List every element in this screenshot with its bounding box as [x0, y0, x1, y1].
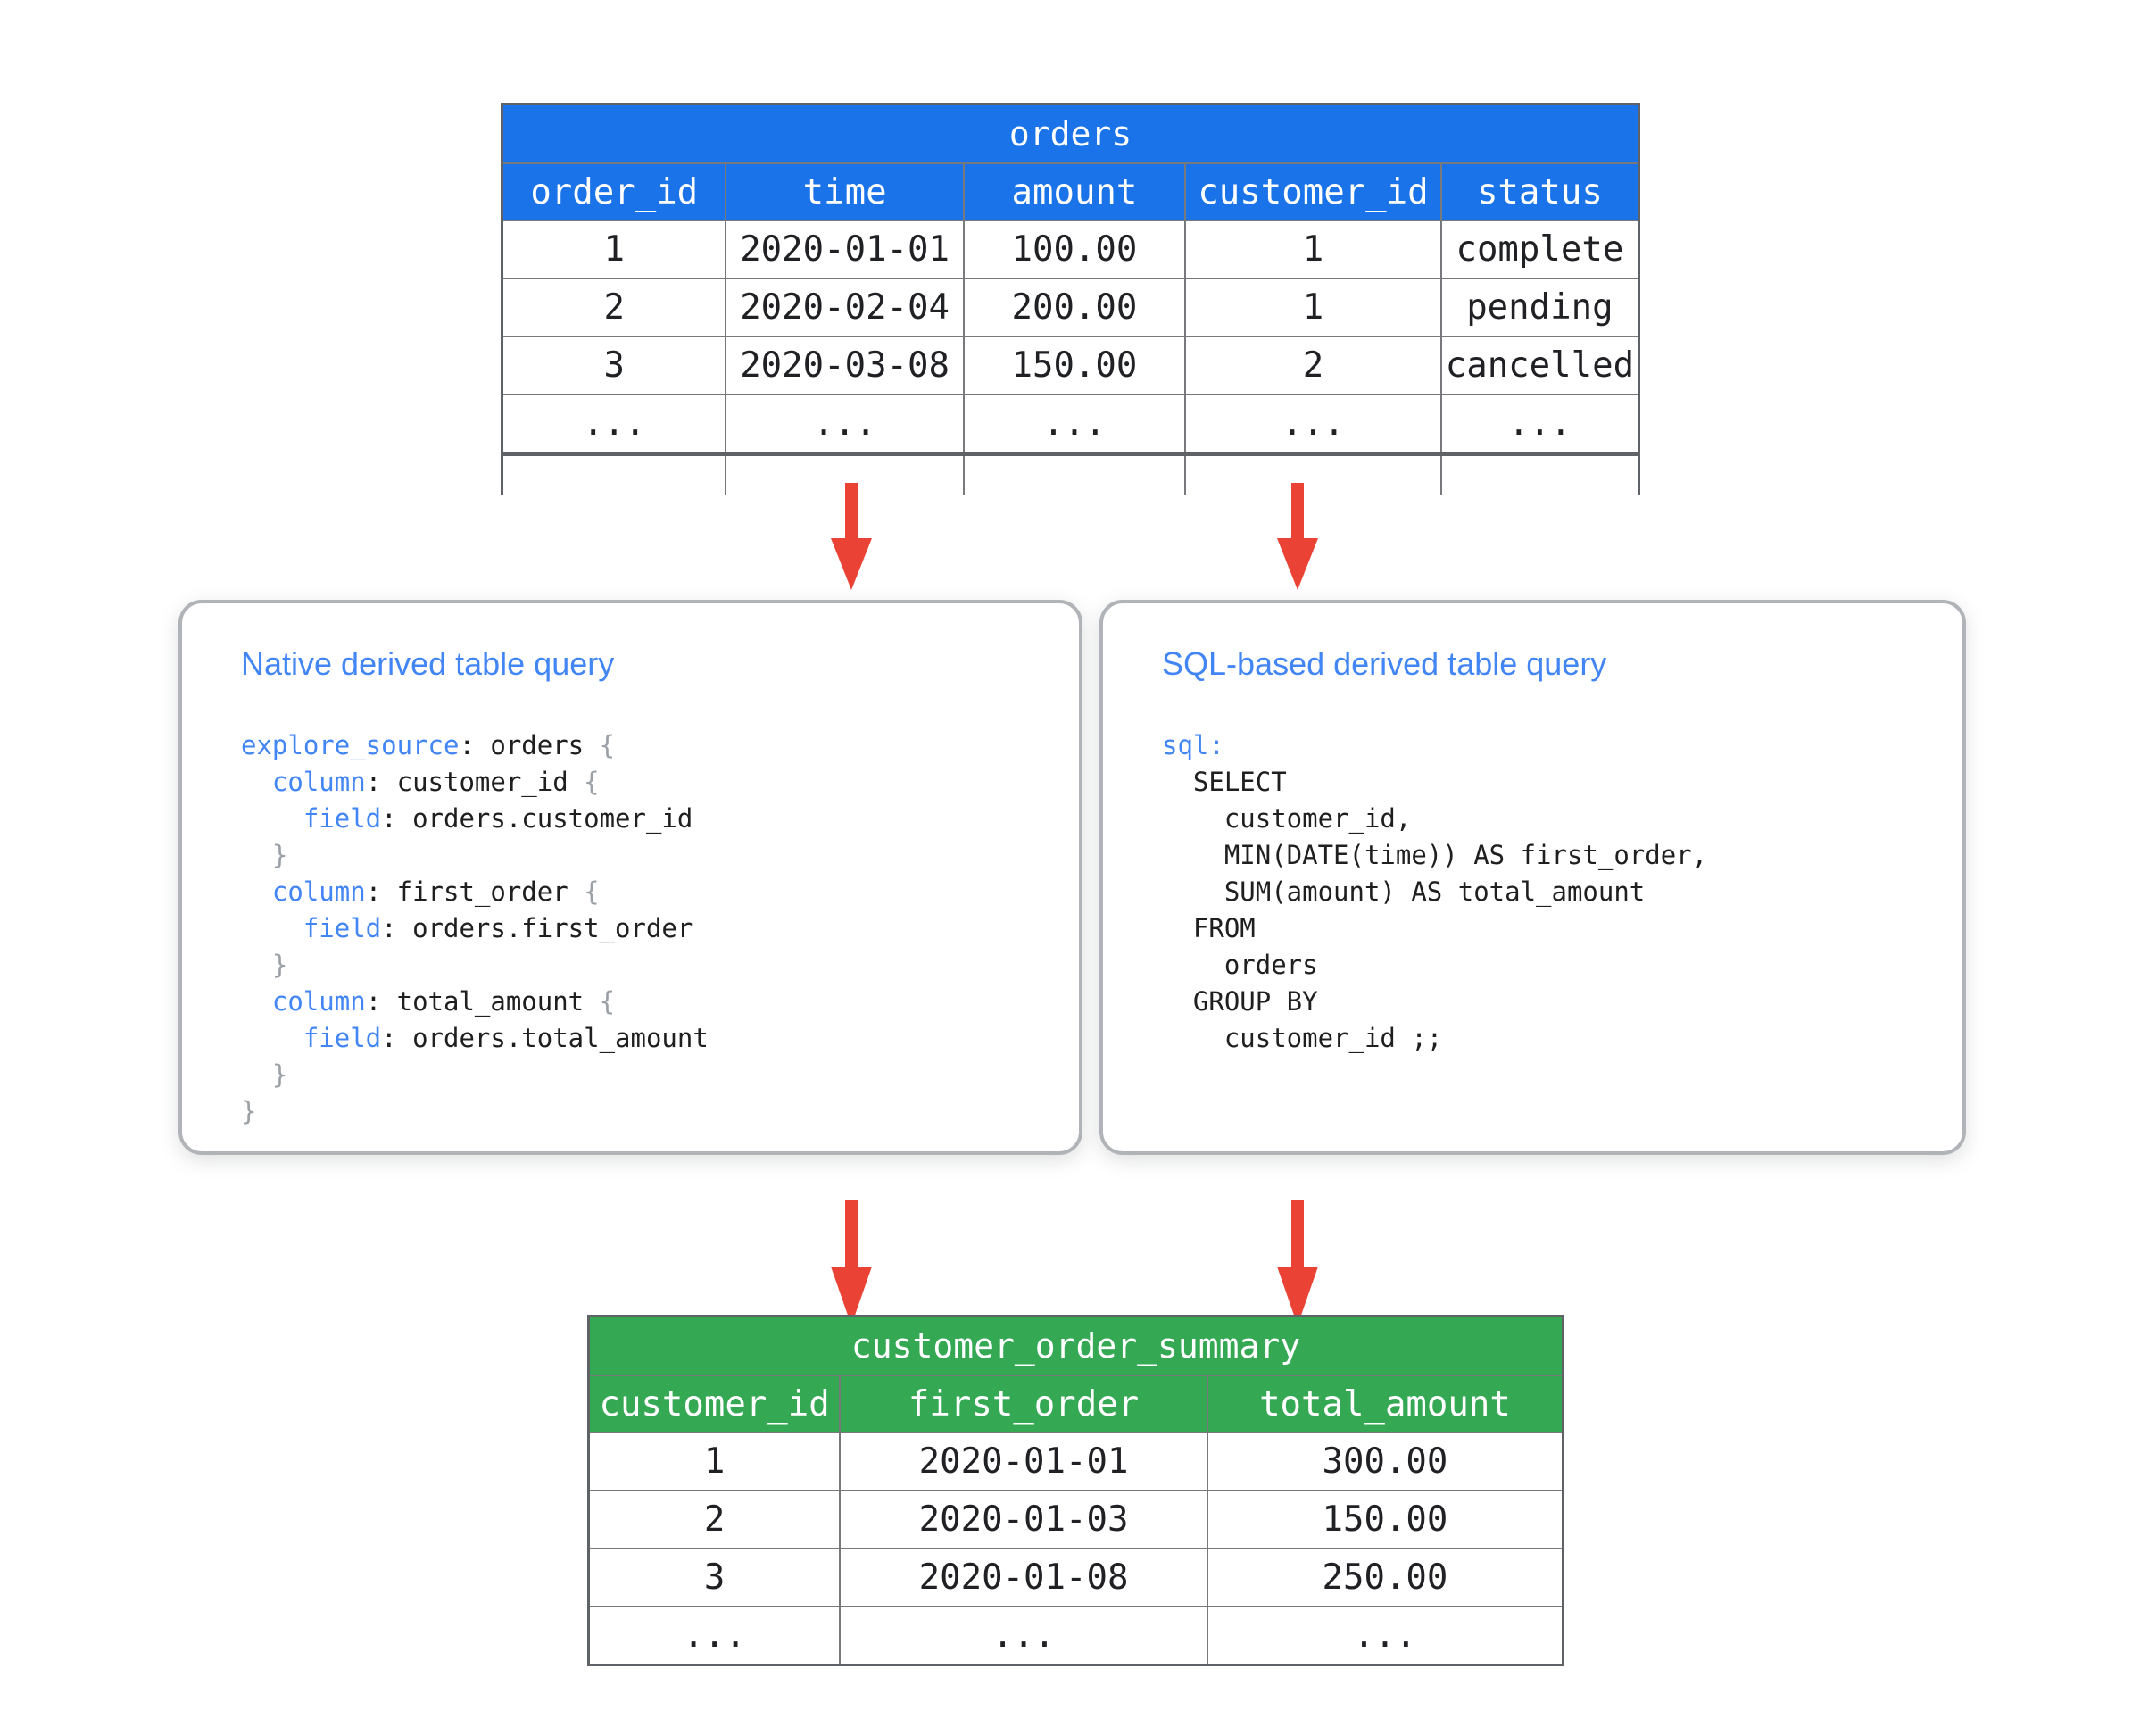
arrow-stem — [845, 483, 858, 538]
orders-table: orders order_id time amount customer_id … — [501, 103, 1640, 495]
arrow-head — [831, 538, 872, 590]
table-cell: 3 — [501, 336, 727, 395]
table-cell: ... — [1439, 394, 1640, 456]
table-cell: ... — [725, 394, 965, 456]
table-cell: ... — [587, 1606, 842, 1666]
table-cell: 1 — [1184, 278, 1442, 337]
arrow-stem — [1291, 483, 1304, 538]
orders-table-title: orders — [501, 103, 1640, 164]
column-header-customer-id: customer_id — [1184, 162, 1442, 221]
code-line: field: orders.first_order — [303, 913, 693, 943]
table-cell: 2020-01-01 — [839, 1432, 1208, 1491]
table-row: 1 2020-01-01 300.00 — [587, 1432, 1564, 1491]
code-line: column: customer_id { — [271, 767, 600, 797]
summary-header-row: customer_id first_order total_amount — [587, 1375, 1564, 1433]
table-cell: 150.00 — [962, 336, 1187, 395]
orders-title-row: orders — [501, 103, 1640, 164]
table-cell: 300.00 — [1206, 1432, 1564, 1491]
table-cell: 200.00 — [962, 278, 1187, 337]
code-line: } — [271, 1059, 288, 1090]
summary-title-row: customer_order_summary — [587, 1315, 1564, 1376]
code-line: GROUP BY — [1162, 986, 1318, 1017]
table-row: 2 2020-02-04 200.00 1 pending — [501, 278, 1640, 337]
code-line: customer_id, — [1162, 803, 1412, 834]
code-line: FROM — [1162, 913, 1256, 943]
column-header-first-order: first_order — [839, 1375, 1208, 1433]
code-line: } — [271, 840, 288, 870]
code-line: field: orders.customer_id — [303, 803, 693, 834]
column-header-customer-id: customer_id — [587, 1375, 842, 1433]
orders-header-row: order_id time amount customer_id status — [501, 162, 1640, 221]
code-line: SUM(amount) AS total_amount — [1162, 876, 1646, 907]
table-cell: 2020-03-08 — [725, 336, 965, 395]
table-cell: ... — [962, 394, 1187, 456]
table-cell: 2020-02-04 — [725, 278, 965, 337]
customer-order-summary-table: customer_order_summary customer_id first… — [587, 1315, 1564, 1666]
table-cell: 2 — [501, 278, 727, 337]
down-arrow-icon — [1277, 483, 1318, 590]
table-cell: 150.00 — [1206, 1490, 1564, 1549]
code-line: MIN(DATE(time)) AS first_order, — [1162, 840, 1708, 870]
table-cell: 2020-01-03 — [839, 1490, 1208, 1549]
arrow-head — [1277, 538, 1318, 590]
table-cell: 2020-01-08 — [839, 1548, 1208, 1607]
table-cell: 2 — [1184, 336, 1442, 395]
table-cell: 100.00 — [962, 220, 1187, 279]
code-line: orders — [1162, 950, 1318, 980]
table-cell: ... — [1206, 1606, 1564, 1666]
table-row: 3 2020-01-08 250.00 — [587, 1548, 1564, 1607]
code-line: sql: — [1162, 730, 1224, 760]
lookml-code-block: explore_source: orders { column: custome… — [241, 727, 1061, 1130]
column-header-order-id: order_id — [501, 162, 727, 221]
arrow-stem — [1291, 1200, 1304, 1267]
sql-derived-table-query-box: SQL-based derived table query sql: SELEC… — [1099, 600, 1966, 1155]
table-cell: pending — [1439, 278, 1640, 337]
column-header-total-amount: total_amount — [1206, 1375, 1564, 1433]
column-header-status: status — [1439, 162, 1640, 221]
down-arrow-icon — [1277, 1200, 1318, 1325]
table-cell: cancelled — [1439, 336, 1640, 395]
table-row-ellipsis: ... ... ... — [587, 1606, 1564, 1666]
table-row: 1 2020-01-01 100.00 1 complete — [501, 220, 1640, 279]
table-row-ellipsis: ... ... ... ... ... — [501, 394, 1640, 456]
table-cell: complete — [1439, 220, 1640, 279]
code-line: column: total_amount { — [271, 986, 616, 1017]
table-cell: 1 — [501, 220, 727, 279]
sql-code-block: sql: SELECT customer_id, MIN(DATE(time))… — [1162, 727, 1945, 1057]
code-line: } — [241, 1096, 257, 1126]
table-cell: 1 — [1184, 220, 1442, 279]
summary-table-title: customer_order_summary — [587, 1315, 1564, 1376]
code-line: SELECT — [1162, 767, 1287, 797]
code-line: } — [271, 950, 288, 980]
table-row: 2 2020-01-03 150.00 — [587, 1490, 1564, 1549]
box-title: SQL-based derived table query — [1162, 645, 1607, 682]
table-cell: 250.00 — [1206, 1548, 1564, 1607]
table-cell: ... — [1184, 394, 1442, 456]
down-arrow-icon — [831, 1200, 872, 1325]
column-header-time: time — [725, 162, 965, 221]
column-header-amount: amount — [962, 162, 1187, 221]
table-row: 3 2020-03-08 150.00 2 cancelled — [501, 336, 1640, 395]
orders-table-container: orders order_id time amount customer_id … — [501, 103, 1640, 495]
summary-table-container: customer_order_summary customer_id first… — [587, 1315, 1564, 1666]
table-cell: ... — [839, 1606, 1208, 1666]
code-line: field: orders.total_amount — [303, 1023, 709, 1053]
code-line: column: first_order { — [271, 876, 600, 907]
native-derived-table-query-box: Native derived table query explore_sourc… — [178, 600, 1082, 1155]
table-cell: 3 — [587, 1548, 842, 1607]
table-row-clipped — [501, 453, 1640, 495]
code-line: customer_id ;; — [1162, 1023, 1443, 1053]
table-cell: 1 — [587, 1432, 842, 1491]
box-title: Native derived table query — [241, 645, 615, 682]
table-cell: 2 — [587, 1490, 842, 1549]
arrow-stem — [845, 1200, 858, 1267]
down-arrow-icon — [831, 483, 872, 590]
code-line: explore_source: orders { — [241, 730, 616, 760]
table-cell: 2020-01-01 — [725, 220, 965, 279]
table-cell: ... — [501, 394, 727, 456]
